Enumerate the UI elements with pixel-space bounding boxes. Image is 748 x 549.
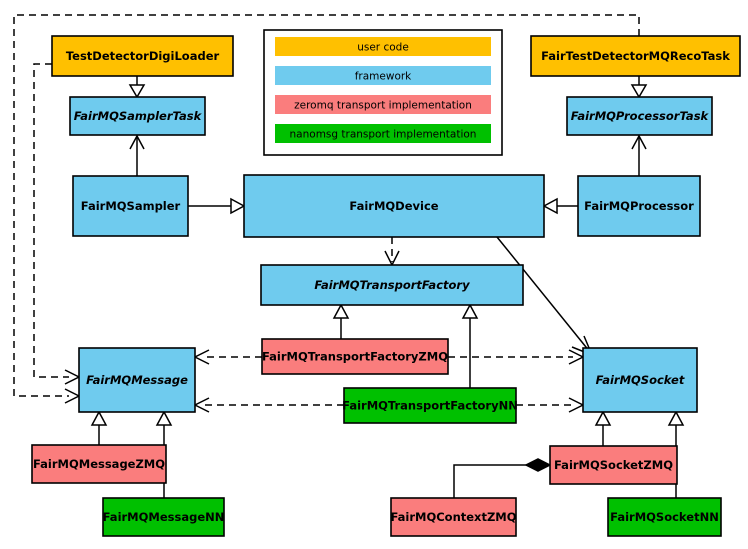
legend-item-nanomsg: nanomsg transport implementation [275,124,491,143]
edge-sampler-device [188,197,246,215]
class-node-box[interactable] [51,35,234,77]
legend-swatch-zeromq [275,95,491,114]
legend-item-zeromq: zeromq transport implementation [275,95,491,114]
class-node-box[interactable] [260,264,524,306]
class-node-box[interactable] [530,35,741,77]
class-node-TestDetectorDigiLoader[interactable]: TestDetectorDigiLoader [51,35,234,77]
legend-label-nanomsg: nanomsg transport implementation [290,129,477,141]
class-node-FairMQContextZMQ[interactable]: FairMQContextZMQ [390,497,517,537]
class-node-label: FairMQTransportFactoryZMQ [262,350,448,364]
edge-processor-processortask [631,134,647,176]
edge-contextzmq-socketzmq [453,458,552,498]
class-node-FairTestDetectorMQRecoTask[interactable]: FairTestDetectorMQRecoTask [530,35,741,77]
class-node-label: FairMQMessageZMQ [33,457,165,471]
class-node-FairMQTransportFactoryZMQ[interactable]: FairMQTransportFactoryZMQ [261,338,449,375]
class-node-box[interactable] [31,444,167,484]
class-node-box[interactable] [69,96,206,136]
class-node-box[interactable] [343,387,517,424]
class-node-label: FairMQSamplerTask [74,109,203,123]
edge-recotask-processortask [630,76,648,99]
class-node-FairMQDevice[interactable]: FairMQDevice [243,174,545,238]
edge-factorynn-socket [516,397,585,413]
legend-swatch-nanomsg [275,124,491,143]
class-node-label: FairMQSocketNN [610,510,719,524]
class-node-label: FairMQSocketZMQ [554,458,673,472]
edge-processor-device [542,197,578,215]
class-node-label: FairMQSampler [81,199,181,213]
legend-swatch-framework [275,66,491,85]
class-node-box[interactable] [78,347,196,413]
class-node-box[interactable] [582,347,698,413]
class-node-FairMQSocketNN[interactable]: FairMQSocketNN [607,497,722,537]
legend-item-framework: framework [275,66,491,85]
class-node-FairMQMessageNN[interactable]: FairMQMessageNN [102,497,225,537]
legend-label-zeromq: zeromq transport implementation [294,100,472,112]
edge-socketzmq-socket [594,410,612,446]
class-node-FairMQSocketZMQ[interactable]: FairMQSocketZMQ [549,445,678,485]
class-node-FairMQTransportFactory[interactable]: FairMQTransportFactory [260,264,524,306]
legend-label-user-code: user code [357,42,409,54]
class-node-FairMQMessage[interactable]: FairMQMessage [78,347,196,413]
edge-digiloader-samplertask [128,76,146,99]
class-node-FairMQProcessor[interactable]: FairMQProcessor [577,175,701,237]
edge-device-transportfactory [384,237,400,267]
class-node-box[interactable] [566,96,713,136]
class-node-box[interactable] [607,497,722,537]
class-node-label: FairMQTransportFactory [314,278,470,292]
class-node-FairMQSamplerTask[interactable]: FairMQSamplerTask [69,96,206,136]
class-node-box[interactable] [72,175,189,237]
class-node-box[interactable] [261,338,449,375]
class-node-label: FairMQMessage [86,373,188,387]
class-node-FairMQSampler[interactable]: FairMQSampler [72,175,189,237]
class-node-FairMQMessageZMQ[interactable]: FairMQMessageZMQ [31,444,167,484]
legend-swatch-user-code [275,37,491,56]
edge-layer [13,14,685,498]
legend-label-framework: framework [355,71,412,83]
edge-factorynn-message [193,397,344,413]
class-node-FairMQProcessorTask[interactable]: FairMQProcessorTask [566,96,713,136]
node-layer: TestDetectorDigiLoader FairTestDetectorMQ… [31,35,741,537]
class-node-label: FairMQContextZMQ [390,510,516,524]
class-node-label: FairMQSocket [596,373,685,387]
class-node-FairMQTransportFactoryNN[interactable]: FairMQTransportFactoryNN [342,387,518,424]
class-node-box[interactable] [549,445,678,485]
edge-factoryzmq-factory [332,303,350,339]
class-node-label: FairMQDevice [349,199,438,213]
class-node-label: FairMQProcessor [584,199,694,213]
class-node-box[interactable] [390,497,517,537]
class-node-label: TestDetectorDigiLoader [66,49,220,63]
class-node-label: FairMQTransportFactoryNN [342,399,518,413]
class-node-label: FairMQMessageNN [103,510,225,524]
legend-item-user-code: user code [275,37,491,56]
class-node-label: FairMQProcessorTask [571,109,710,123]
edge-factoryzmq-socket [448,349,585,365]
edge-factorynn-factory [461,303,479,388]
legend: user code framework zeromq transport imp… [263,29,503,156]
edge-messagezmq-message [90,410,108,445]
edge-sampler-samplertask [129,134,145,176]
class-node-label: FairTestDetectorMQRecoTask [541,49,730,63]
class-node-box[interactable] [243,174,545,238]
edge-factoryzmq-message [193,349,262,365]
class-node-box[interactable] [577,175,701,237]
class-node-box[interactable] [102,497,225,537]
class-node-FairMQSocket[interactable]: FairMQSocket [582,347,698,413]
